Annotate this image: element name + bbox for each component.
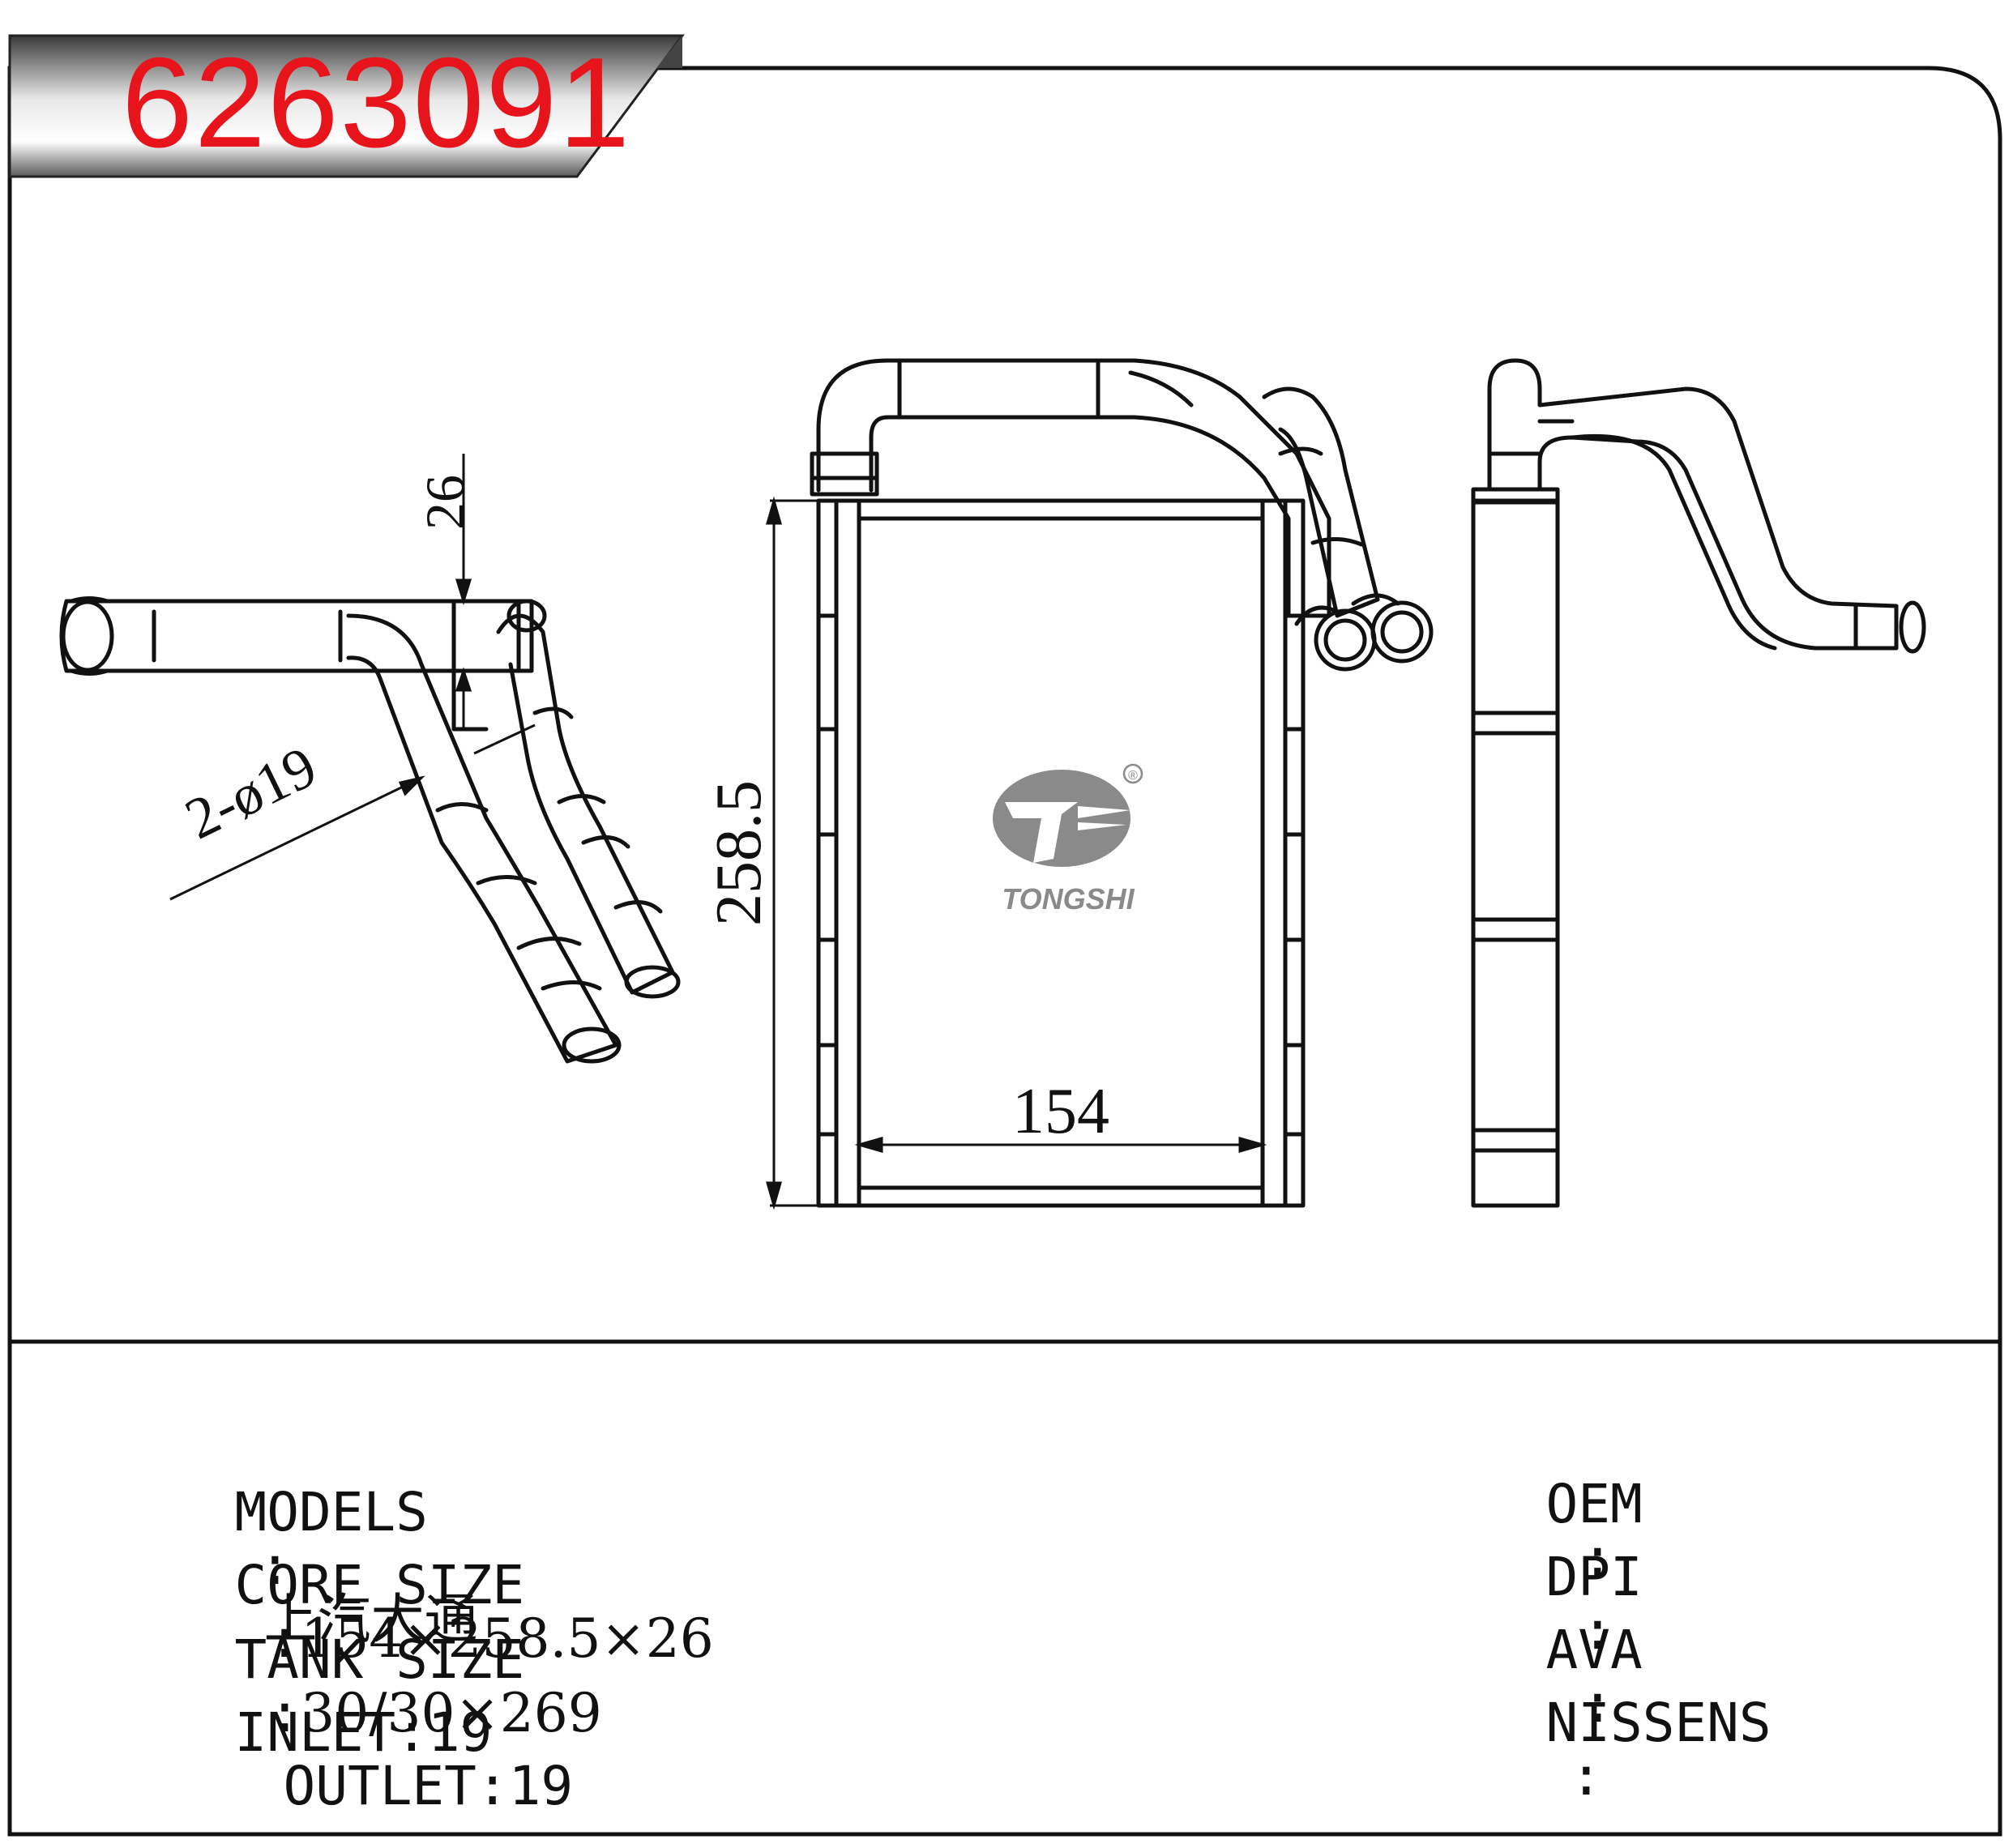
dim-height-label: 258.5 (703, 780, 775, 926)
dim-height (766, 496, 818, 1210)
dim-width-label: 154 (1012, 1076, 1109, 1147)
sheet-frame (7, 66, 2002, 1837)
ava-label: AVA (1545, 1619, 1643, 1681)
oem-separator: : (1581, 1526, 1614, 1589)
part-number: 6263091 (122, 32, 632, 174)
spec-tank-size: TANK SIZE :30/30×269 (170, 1580, 601, 1740)
dim-thickness-label: 26 (414, 475, 476, 530)
ava-separator: : (1581, 1672, 1614, 1735)
outlet-label: OUTLET: (283, 1755, 509, 1817)
spec-inlet-outlet: INLET:19 OUTLET:19 (170, 1653, 573, 1813)
title-banner (8, 34, 685, 178)
dim-thickness (455, 454, 472, 729)
front-view (810, 358, 1434, 1208)
models-separator: : (259, 1534, 292, 1597)
inlet-label: INLET: (234, 1701, 428, 1764)
core-size-separator: : (268, 1607, 301, 1670)
inlet-value: 19 (427, 1701, 493, 1764)
brand-registered-mark: ® (1128, 769, 1138, 783)
dpi-label: DPI (1545, 1546, 1643, 1608)
core-size-label: CORE SIZE (234, 1554, 525, 1616)
dim-pipe-diameter (169, 723, 536, 901)
tank-size-label: TANK SIZE (234, 1628, 525, 1691)
outlet-value: 19 (508, 1755, 574, 1817)
top-view (59, 596, 681, 1064)
title-banner-edge (656, 36, 682, 68)
brand-logo (993, 763, 1143, 867)
ref-oem: OEM : (1481, 1424, 1643, 1585)
ref-ava: AVA : (1481, 1570, 1643, 1731)
ref-dpi: DPI : (1481, 1497, 1643, 1658)
side-view (1471, 358, 1926, 1208)
tank-size-value: 30/30×269 (301, 1682, 602, 1744)
spec-models: MODELS : 上汽大通 (170, 1432, 477, 1646)
dpi-separator: : (1581, 1599, 1614, 1662)
dim-width (854, 1137, 1267, 1153)
ref-nissens: NISSENS : (1481, 1643, 1772, 1803)
nissens-separator: : (1570, 1745, 1603, 1807)
models-value: 上汽大通 (263, 1588, 478, 1650)
models-label: MODELS (234, 1481, 428, 1543)
tank-size-separator: : (268, 1682, 301, 1744)
nissens-label: NISSENS (1545, 1692, 1772, 1754)
brand-name: TONGSHI (1002, 882, 1135, 915)
oem-label: OEM (1545, 1473, 1643, 1535)
spec-core-size: CORE SIZE :154×258.5×26 (170, 1505, 713, 1666)
core-size-value: 154×258.5×26 (301, 1607, 714, 1670)
